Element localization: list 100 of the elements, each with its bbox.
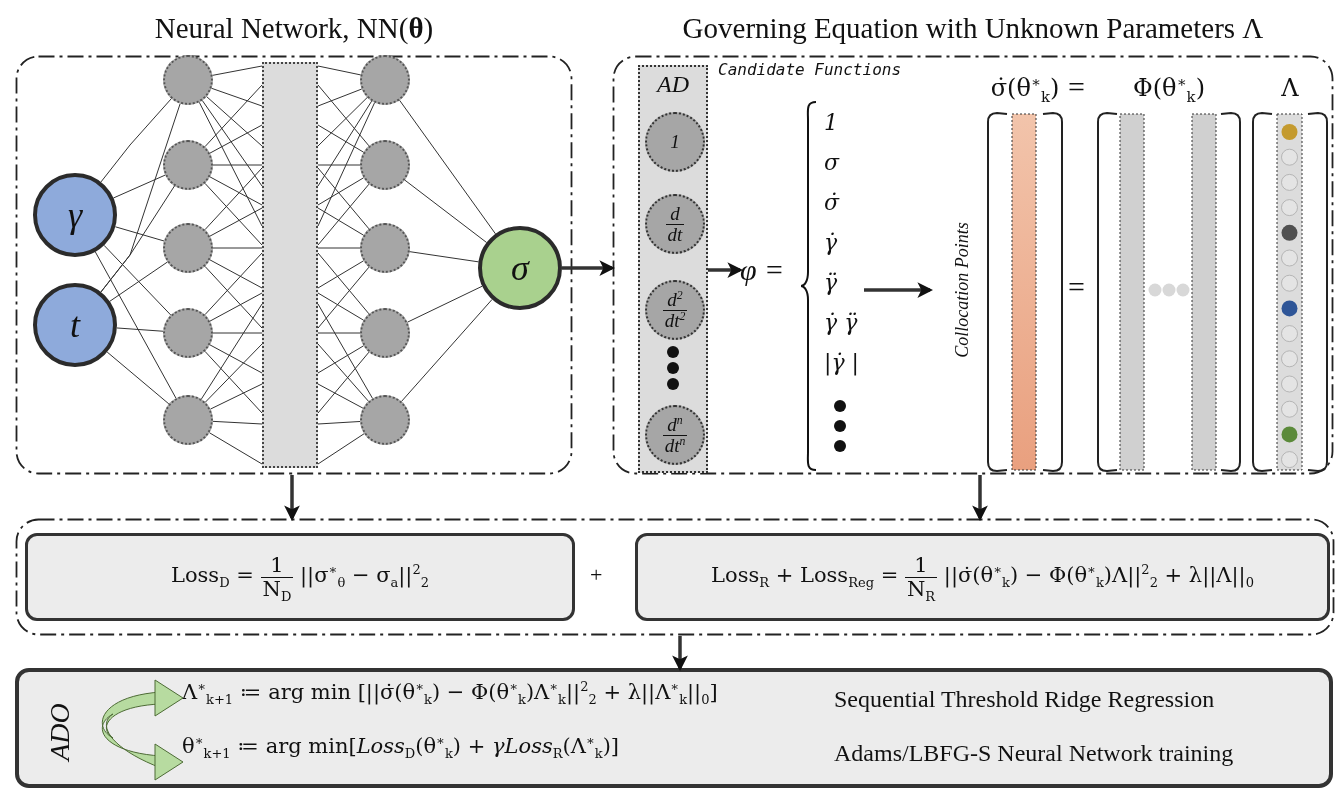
connection-line (204, 182, 263, 246)
arrow (562, 260, 616, 276)
arrow (708, 262, 744, 278)
update-formula: Λ$^{∗}$$_{k+1}$ ≔ arg min [||σ̇(θ$^{∗}$$_{k}$) − Φ(θ$^{∗}$$_{k}$)Λ$^{∗}$$_{k}$||$^{2}$$_{2}$ + λ||Λ$^{∗}$$_{k}$||$_{0}$] (182, 680, 718, 704)
equals-sign: = (1068, 70, 1085, 104)
node-label: 1 (670, 131, 680, 153)
neuron-circle (163, 223, 213, 273)
loss-box (25, 533, 575, 621)
candidate-term: |γ̇ | (824, 350, 859, 375)
connection-line (212, 65, 263, 76)
connection-line (317, 84, 370, 147)
connection-line (112, 174, 166, 199)
connection-line (399, 99, 496, 235)
connection-line (206, 96, 263, 147)
connection-line (317, 164, 361, 166)
candidate-term: γ̇ γ̈ (824, 310, 858, 335)
arrow (972, 475, 988, 522)
neuron-circle (360, 308, 410, 358)
operator-circle (645, 405, 705, 465)
matrix-heading: σ̇(θ$^{∗}$$_{k}$) (989, 74, 1061, 102)
candidate-term: 1 (824, 110, 838, 135)
connection-line (209, 292, 263, 322)
neuron-circle (360, 140, 410, 190)
variable-circle (478, 226, 562, 310)
connection-line (317, 260, 365, 289)
matrix-heading: Λ (1280, 74, 1300, 102)
algorithm-box (15, 668, 1333, 788)
method-description: Sequential Threshold Ridge Regression (834, 686, 1215, 713)
connection-line (317, 97, 368, 147)
connection-line (114, 226, 165, 242)
neuron-circle (163, 140, 213, 190)
connection-line (317, 252, 370, 315)
connection-line (116, 327, 164, 332)
arrow (672, 636, 688, 672)
connection-line (317, 433, 365, 465)
connection-line (204, 343, 263, 403)
arrow (284, 475, 300, 522)
connection-line (94, 251, 177, 399)
connection-line (404, 179, 488, 243)
node-label: d$^{n}$ dt$^{n}$ (662, 414, 688, 456)
axis-label: Collocation Points (951, 222, 973, 358)
connection-line (109, 261, 168, 302)
connection-line (317, 343, 369, 402)
connection-line (209, 344, 263, 374)
connection-line (317, 88, 363, 107)
node-label: σ (511, 247, 529, 289)
formula-text: φ = (740, 248, 802, 292)
connection-line (200, 303, 263, 400)
neuron-circle (163, 395, 213, 445)
connection-line (317, 207, 365, 236)
connection-line (209, 259, 263, 289)
node-label: γ (67, 194, 83, 236)
connection-line (317, 266, 370, 329)
connection-line (317, 177, 365, 206)
neuron-circle (163, 55, 213, 105)
equals-sign: = (1068, 270, 1085, 304)
connection-line (103, 244, 172, 316)
annotation-text: Candidate Functions (718, 60, 902, 79)
connection-line (317, 100, 373, 187)
node-label: d dt (665, 203, 685, 245)
connection-line (212, 164, 263, 166)
neuron-circle (360, 55, 410, 105)
panel-title: Governing Equation with Unknown Parameters Λ (681, 12, 1265, 45)
arrow (864, 282, 934, 298)
rotated-label: ADO (43, 703, 76, 761)
node-label: d$^{2}$ dt$^{2}$ (662, 289, 688, 331)
candidate-term: γ̇ (824, 230, 838, 255)
connection-line (212, 247, 263, 249)
connection-line (317, 65, 362, 76)
connection-line (212, 420, 263, 425)
operator-circle (645, 194, 705, 254)
connection-line (317, 102, 376, 227)
column-heading: AD (655, 71, 690, 98)
connection-line (201, 100, 263, 187)
layer-bar (262, 62, 318, 468)
operator-column (638, 65, 708, 473)
connection-line (212, 332, 263, 334)
node-label: t (70, 304, 80, 346)
connection-line (210, 383, 263, 410)
candidate-term: γ̈ (824, 270, 838, 295)
connection-line (407, 285, 483, 323)
neuron-circle (360, 223, 410, 273)
connection-line (198, 101, 263, 227)
variable-circle (33, 173, 117, 257)
connection-line (100, 98, 172, 183)
connection-line (317, 247, 361, 249)
panel-title: Neural Network, NN(θ) (153, 12, 435, 45)
connection-line (317, 383, 364, 409)
method-description: Adams/LBFG-S Neural Network training (834, 740, 1234, 767)
connection-line (317, 183, 370, 246)
connection-line (209, 207, 263, 237)
connection-line (401, 298, 493, 402)
candidate-term: σ (824, 150, 840, 175)
operator-circle (645, 280, 705, 340)
connection-line (204, 252, 263, 316)
connection-line (204, 265, 263, 329)
candidate-term: σ̇ (824, 190, 840, 215)
neuron-circle (163, 308, 213, 358)
neuron-circle (360, 395, 410, 445)
connection-line (204, 167, 263, 231)
